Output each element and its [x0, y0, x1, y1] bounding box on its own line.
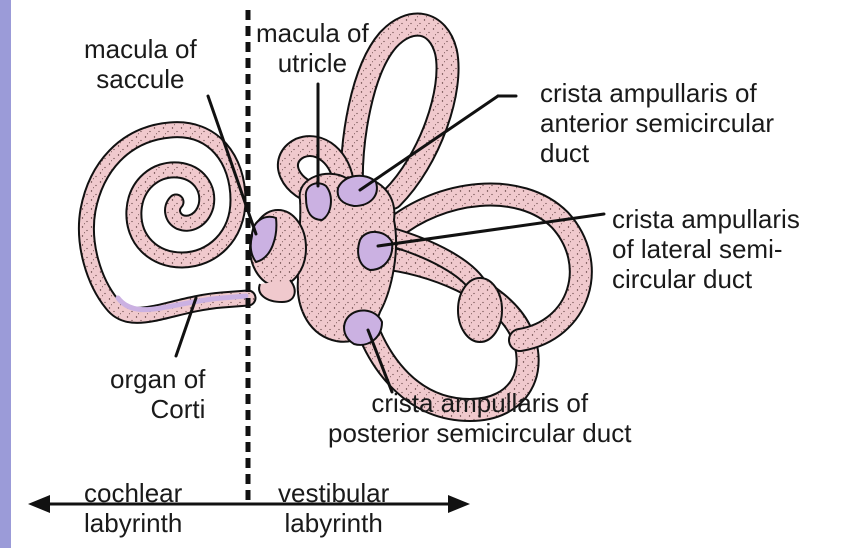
label-macula-of-saccule: macula of saccule	[84, 34, 197, 94]
cochlea	[86, 130, 248, 316]
label-crista-posterior: crista ampullaris of posterior semicircu…	[328, 388, 631, 448]
macula-utricle-patch	[306, 183, 331, 220]
label-organ-of-corti: organ of Corti	[110, 364, 205, 424]
label-crista-anterior: crista ampullaris of anterior semicircul…	[540, 78, 774, 168]
label-cochlear-labyrinth: cochlear labyrinth	[84, 478, 182, 538]
label-macula-of-utricle: macula of utricle	[256, 18, 369, 78]
label-vestibular-labyrinth: vestibular labyrinth	[278, 478, 389, 538]
crista-anterior-patch	[338, 176, 377, 206]
label-crista-lateral: crista ampullaris of lateral semi- circu…	[612, 204, 800, 294]
